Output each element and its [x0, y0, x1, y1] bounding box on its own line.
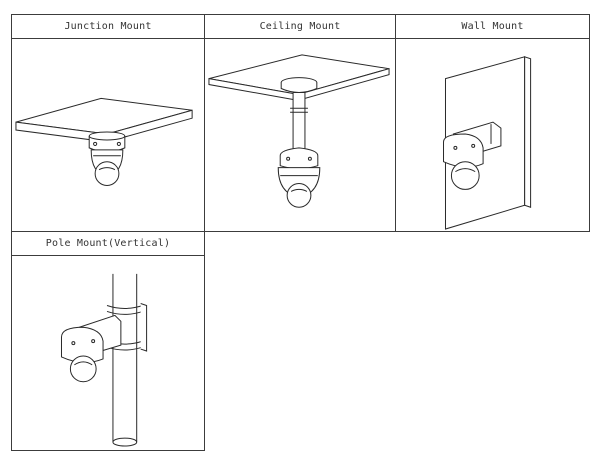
- panel-junction-mount: Junction Mount: [11, 14, 205, 232]
- camera-icon: [89, 132, 125, 185]
- junction-mount-illustration: [12, 39, 204, 231]
- panel-label: Junction Mount: [12, 15, 204, 39]
- panel-label: Wall Mount: [396, 15, 589, 39]
- panel-label: Pole Mount(Vertical): [12, 232, 204, 256]
- panel-pole-mount-vertical: Pole Mount(Vertical): [11, 231, 205, 451]
- camera-icon: [61, 304, 146, 382]
- panel-ceiling-mount: Ceiling Mount: [204, 14, 396, 232]
- panel-label: Ceiling Mount: [205, 15, 395, 39]
- ceiling-mount-illustration: [205, 39, 395, 231]
- wall-mount-illustration: [396, 39, 589, 231]
- panel-wall-mount: Wall Mount: [395, 14, 590, 232]
- pole: [113, 274, 137, 446]
- camera-icon: [444, 122, 501, 189]
- camera-icon: [278, 78, 320, 208]
- pole-mount-illustration: [12, 256, 204, 450]
